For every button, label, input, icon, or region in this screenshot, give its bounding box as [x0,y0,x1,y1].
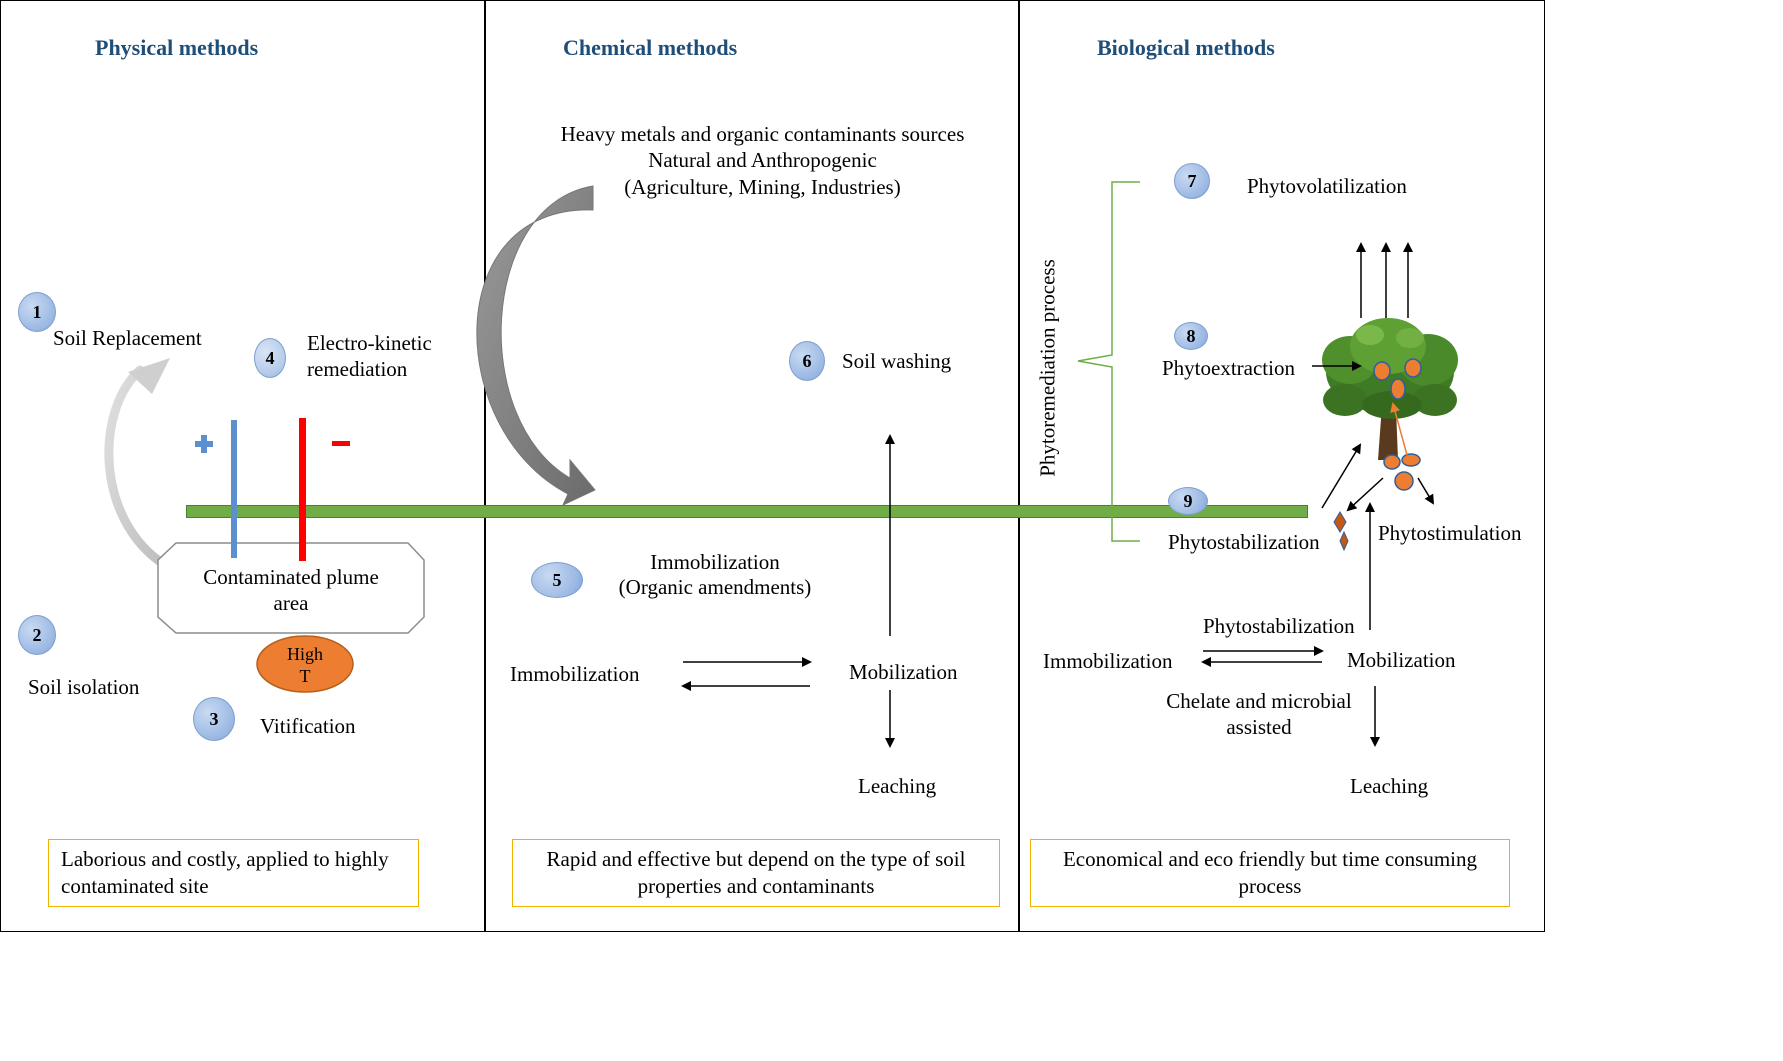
electro-kinetic-label: Electro-kinetic [307,331,432,355]
chelate-line2: assisted [1226,715,1292,739]
sources-line2: Natural and Anthropogenic [648,148,877,172]
step-badge-9: 9 [1168,487,1208,515]
phytostabilization-arrow [1346,477,1384,512]
chemical-summary-note: Rapid and effective but depend on the ty… [512,839,1000,907]
high-t-line2: T [299,666,311,686]
chem-immobilization-label: Immobilization [510,662,640,686]
diamond-marker-upper [1333,511,1347,533]
high-temperature-ellipse [256,635,354,693]
bio-immobilization-label: Immobilization [1043,649,1173,673]
immobilization-organic-line1: Immobilization [650,550,780,574]
phytovolatilization-label: Phytovolatilization [1247,174,1407,198]
step-badge-3: 3 [193,697,235,741]
contaminant-dots [1373,358,1422,491]
contaminated-plume-shape [157,542,425,634]
phytoextraction-label: Phytoextraction [1162,356,1295,380]
step-badge-8: 8 [1174,322,1208,350]
sources-line3: (Agriculture, Mining, Industries) [624,175,901,199]
physical-note-line2: contaminated site [61,874,209,898]
phytoremediation-bracket [1077,181,1140,542]
plume-label-line1: Contaminated plume [203,565,379,589]
plus-icon [195,435,213,453]
step-badge-2: 2 [18,615,56,655]
plume-label-line2: area [273,591,309,615]
divider-physical-chemical [484,0,486,932]
sources-line1: Heavy metals and organic contaminants so… [560,122,965,146]
biological-methods-heading: Biological methods [1097,35,1275,60]
divider-chemical-biological [1018,0,1020,932]
biological-note-line2: process [1238,874,1302,898]
sources-curved-arrow [476,185,596,507]
anode-electrode [231,420,237,558]
minus-icon [332,441,350,446]
bio-leaching-label: Leaching [1350,774,1429,798]
remediation-label: remediation [307,357,408,381]
soil-isolation-label: Soil isolation [28,675,140,699]
step-badge-6: 6 [789,341,825,381]
physical-methods-heading: Physical methods [95,35,259,60]
arrow-to-tree-from-9 [1321,443,1362,509]
soil-replacement-label: Soil Replacement [53,326,202,350]
physical-note-line1: Laborious and costly, applied to highly [61,847,389,871]
step-badge-7: 7 [1174,163,1210,199]
phytostimulation-label: Phytostimulation [1378,521,1522,545]
diagram-frame [0,0,1545,932]
chem-mobilization-label: Mobilization [849,660,958,684]
high-t-line1: High [287,644,323,664]
chelate-line1: Chelate and microbial [1166,689,1352,713]
step-badge-5: 5 [531,562,583,598]
chemical-note-line2: properties and contaminants [637,874,875,898]
biological-note-line1: Economical and eco friendly but time con… [1062,847,1478,871]
step-badge-4: 4 [254,338,286,378]
cathode-electrode [299,418,306,561]
phytoremediation-process-label: Phytoremediation process [1035,259,1060,477]
chem-leaching-label: Leaching [858,774,937,798]
chemical-note-line1: Rapid and effective but depend on the ty… [546,847,966,871]
soil-surface-line [186,505,1308,518]
uptake-arrow [1390,402,1408,456]
bio-phytostabilization-arrow-label: Phytostabilization [1203,614,1355,638]
physical-summary-note: Laborious and costly, applied to highly … [48,839,419,907]
bio-mobilization-label: Mobilization [1347,648,1456,672]
vitification-label: Vitification [260,714,356,738]
immobilization-organic-line2: (Organic amendments) [618,575,812,599]
soil-replacement-curved-arrow [104,358,170,570]
step-badge-1: 1 [18,292,56,332]
phytostimulation-arrow [1417,477,1435,505]
soil-washing-label: Soil washing [842,349,952,373]
tree-icon [1322,318,1458,460]
chemical-methods-heading: Chemical methods [563,35,738,60]
diamond-marker-lower [1339,530,1349,552]
biological-summary-note: Economical and eco friendly but time con… [1030,839,1510,907]
phytostabilization-label: Phytostabilization [1168,530,1320,554]
